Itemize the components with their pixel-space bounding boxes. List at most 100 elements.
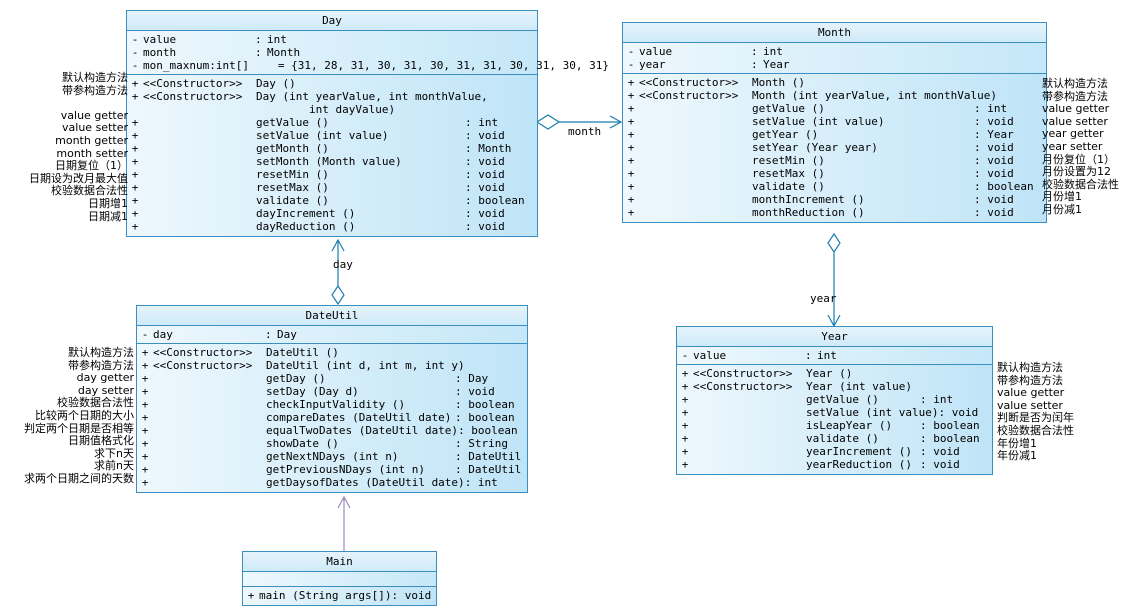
visibility-marker: + — [141, 385, 149, 398]
operation-row: +getPreviousNDays (int n): DateUtil — [137, 463, 527, 476]
visibility-marker: + — [131, 142, 139, 155]
class-box-main[interactable]: Main +main (String args[]): void — [242, 551, 437, 606]
visibility-marker: + — [627, 76, 635, 89]
operation-signature: validate () — [256, 194, 329, 207]
operation-signature: DateUtil (int d, int m, int y) — [266, 359, 465, 372]
visibility-marker: + — [141, 437, 149, 450]
operation-stereotype — [153, 385, 266, 398]
operation-stereotype — [143, 103, 256, 116]
edge-month-year — [827, 232, 841, 328]
visibility-marker: - — [131, 33, 139, 46]
operations-compartment-month: +<<Constructor>>Month ()+<<Constructor>>… — [623, 74, 1046, 222]
attribute-type: int[] — [215, 59, 249, 72]
operation-stereotype — [153, 372, 266, 385]
operation-stereotype — [143, 194, 256, 207]
operation-stereotype — [639, 128, 752, 141]
operation-signature: getValue () — [256, 116, 329, 129]
operation-return-type — [465, 359, 537, 372]
operation-row: +<<Constructor>>Month () — [623, 76, 1046, 89]
visibility-marker: + — [681, 393, 689, 406]
operation-signature: getValue () — [806, 393, 879, 406]
attribute-separator: : — [209, 59, 216, 72]
operation-signature: Year (int value) — [806, 380, 912, 393]
operation-signature: dayIncrement () — [256, 207, 356, 220]
operation-signature: validate () — [752, 180, 825, 193]
visibility-marker: + — [627, 154, 635, 167]
operation-row: +dayReduction (): void — [127, 220, 537, 233]
operation-signature: monthReduction () — [752, 206, 865, 219]
operation-stereotype — [639, 115, 752, 128]
visibility-marker: - — [627, 45, 635, 58]
operation-row: +monthIncrement (): void — [623, 193, 1046, 206]
operation-stereotype — [143, 181, 256, 194]
attribute-separator: : — [805, 349, 812, 362]
operation-row: +showDate (): String — [137, 437, 527, 450]
edge-label-day: day — [333, 258, 353, 271]
operation-stereotype — [153, 476, 266, 489]
operation-return-type: : void — [974, 167, 1014, 180]
operation-row: +isLeapYear (): boolean — [677, 419, 992, 432]
operation-return-type — [465, 103, 537, 116]
visibility-marker: + — [141, 359, 149, 372]
operation-signature: checkInputValidity () — [266, 398, 406, 411]
operation-signature: setDay (Day d) — [266, 385, 359, 398]
visibility-marker: + — [141, 476, 149, 489]
attributes-compartment-year: -value:int — [677, 347, 992, 365]
operation-signature: Month () — [752, 76, 805, 89]
operation-stereotype — [153, 398, 266, 411]
operation-stereotype — [639, 102, 752, 115]
visibility-marker: + — [141, 463, 149, 476]
visibility-marker: + — [627, 180, 635, 193]
class-box-dateutil[interactable]: DateUtil -day:Day +<<Constructor>>DateUt… — [136, 305, 528, 493]
class-box-day[interactable]: Day -value:int-month:Month-mon_maxnum:in… — [126, 10, 609, 237]
operation-return-type — [920, 380, 992, 393]
edge-main-dateutil — [337, 495, 351, 551]
operation-row: int dayValue) — [127, 103, 537, 116]
visibility-marker: + — [681, 380, 689, 393]
operation-return-type — [488, 90, 560, 103]
attribute-separator: : — [751, 45, 758, 58]
class-box-year[interactable]: Year -value:int +<<Constructor>>Year ()+… — [676, 326, 993, 475]
visibility-marker: + — [131, 168, 139, 181]
visibility-marker: + — [131, 220, 139, 233]
notes-day: 默认构造方法 带参构造方法 value getter value setter … — [29, 71, 128, 223]
attribute-row: -mon_maxnum:int[]= {31, 28, 31, 30, 31, … — [127, 59, 609, 72]
attribute-separator: : — [751, 58, 758, 71]
operation-return-type: : String — [455, 437, 508, 450]
attribute-separator: : — [255, 33, 262, 46]
operation-stereotype — [639, 193, 752, 206]
operation-signature: getYear () — [752, 128, 819, 141]
attribute-name: value — [693, 349, 727, 362]
visibility-marker: + — [681, 406, 689, 419]
visibility-marker: + — [681, 367, 689, 380]
operation-row: +validate (): boolean — [623, 180, 1046, 193]
operation-signature: Month (int yearValue, int monthValue) — [752, 89, 998, 102]
class-name-day: Day — [127, 11, 537, 31]
visibility-marker: - — [131, 46, 139, 59]
operation-stereotype — [153, 424, 266, 437]
operation-row: +setDay (Day d): void — [137, 385, 527, 398]
edge-dateutil-day — [331, 238, 345, 306]
operations-compartment-year: +<<Constructor>>Year ()+<<Constructor>>Y… — [677, 365, 992, 474]
operation-row: +getValue (): int — [677, 393, 992, 406]
operation-signature: getMonth () — [256, 142, 329, 155]
attribute-type: Day — [277, 328, 297, 341]
operation-stereotype — [639, 180, 752, 193]
attribute-default-value: = {31, 28, 31, 30, 31, 30, 31, 31, 30, 3… — [277, 59, 609, 72]
visibility-marker — [127, 103, 143, 116]
visibility-marker: + — [141, 346, 149, 359]
operation-return-type: : int — [465, 116, 499, 129]
operation-return-type: : void — [465, 181, 505, 194]
attribute-type: Year — [763, 58, 790, 71]
operation-row: +<<Constructor>>Day (int yearValue, int … — [127, 90, 537, 103]
operation-row: +main (String args[]): void — [243, 589, 436, 602]
visibility-marker: + — [131, 116, 139, 129]
aggregation-diamond-day — [535, 114, 561, 130]
operation-row: +<<Constructor>>Day () — [127, 77, 537, 90]
operation-return-type: : void — [974, 154, 1014, 167]
operation-return-type — [455, 346, 527, 359]
operation-signature: compareDates (DateUtil date) — [266, 411, 452, 424]
operation-row: +compareDates (DateUtil date): boolean — [137, 411, 527, 424]
class-box-month[interactable]: Month -value:int-year:Year +<<Constructo… — [622, 22, 1047, 223]
notes-year: 默认构造方法 带参构造方法 value getter value setter … — [997, 361, 1074, 463]
